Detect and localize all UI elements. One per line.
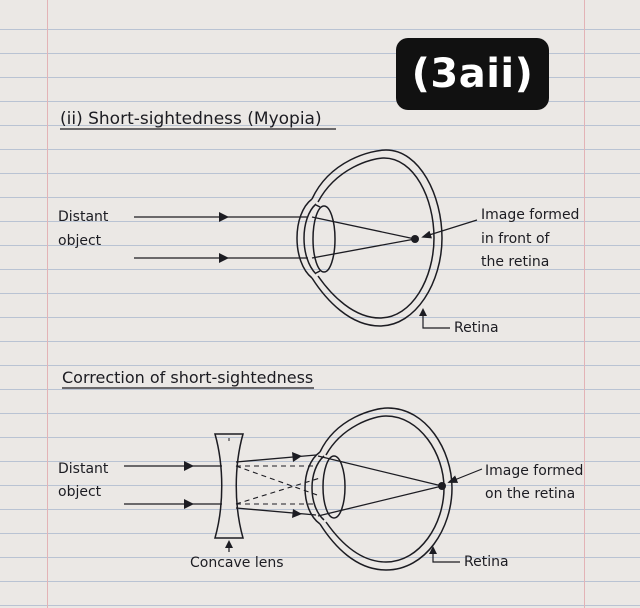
correction-section: Correction of short-sightedness Distant … (58, 368, 583, 571)
cornea-inner-b (311, 455, 325, 521)
image-label-line2-b: on the retina (485, 486, 575, 502)
image-label-line2: in front of (481, 231, 551, 247)
distant-object-label-line2-b: object (58, 484, 102, 500)
eyeball-outer-b (319, 407, 453, 571)
eyeball-inner (317, 157, 435, 319)
myopia-section: (ii) Short-sightedness (Myopia) Distant … (58, 109, 579, 336)
diverged-arrowhead-bottom (292, 509, 302, 518)
diverged-arrowhead-top (292, 452, 302, 462)
cornea-b (304, 451, 321, 525)
retina-pointer-b (432, 548, 460, 563)
image-point-myopia (411, 235, 419, 243)
refracted-ray-top-b (317, 455, 443, 487)
retina-pointer-head (419, 308, 427, 316)
diverged-ray-bottom (235, 507, 317, 516)
iris-bottom (315, 270, 321, 274)
myopic-eye (296, 149, 443, 327)
image-label-line1: Image formed (481, 207, 579, 223)
distant-object-label-line1-b: Distant (58, 461, 109, 477)
ray-arrowhead-top-b (184, 461, 194, 471)
distant-object-label-line2: object (58, 233, 102, 249)
cornea-inner (303, 203, 317, 275)
concave-lens-label: Concave lens (190, 555, 284, 571)
dashed-cross-2 (235, 477, 321, 505)
retina-pointer-head-b (429, 546, 437, 554)
retina-label: Retina (454, 320, 499, 336)
distant-object-label-line1: Distant (58, 209, 109, 225)
cornea (296, 198, 313, 279)
retina-label-b: Retina (464, 554, 509, 570)
refracted-ray-bottom-b (317, 485, 443, 517)
iris-top (315, 204, 321, 208)
left-margin-line (47, 0, 48, 608)
eye-lens (312, 205, 336, 273)
refracted-ray-top (311, 216, 416, 240)
question-badge: (3aii) (396, 38, 549, 110)
image-label-line1-b: Image formed (485, 463, 583, 479)
eyeball-outer (311, 149, 443, 327)
right-margin-line (584, 0, 585, 608)
image-point-corrected (438, 482, 446, 490)
correction-heading: Correction of short-sightedness (62, 368, 313, 387)
lens-pointer-head (225, 540, 233, 548)
ray-arrowhead-top (219, 212, 229, 222)
ray-arrowhead-bottom-b (184, 499, 194, 509)
eyeball-inner-b (325, 415, 445, 563)
image-pointer-arrow (421, 219, 478, 239)
image-pointer-arrow-b (447, 468, 483, 483)
image-label-line3: the retina (481, 254, 549, 270)
eye-lens-b (322, 455, 346, 519)
concave-lens (214, 433, 244, 539)
dashed-cross-1 (235, 465, 321, 497)
ray-arrowhead-bottom (219, 253, 229, 263)
myopia-heading: (ii) Short-sightedness (Myopia) (60, 109, 322, 129)
diverged-ray-top (235, 454, 317, 463)
retina-pointer (422, 310, 450, 329)
refracted-ray-bottom (311, 238, 416, 259)
